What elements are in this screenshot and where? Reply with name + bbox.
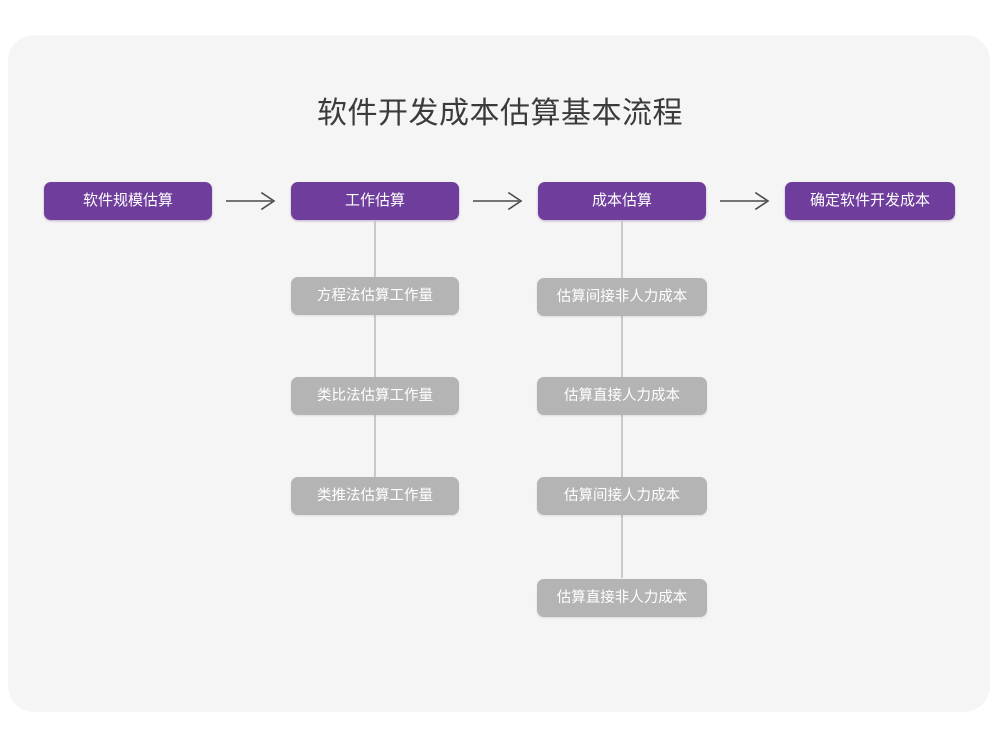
flow-node-step-2-sub-3[interactable]: 类推法估算工作量 (291, 477, 459, 515)
flow-node-step-3-sub-2[interactable]: 估算直接人力成本 (537, 377, 707, 415)
flow-node-step-2-sub-1[interactable]: 方程法估算工作量 (291, 277, 459, 315)
connector-step-2-to-sub-1 (374, 220, 376, 277)
flow-node-step-3-sub-3[interactable]: 估算间接人力成本 (537, 477, 707, 515)
flow-node-step-1[interactable]: 软件规模估算 (44, 182, 212, 220)
connector-step-3-sub-3-to-sub-4 (621, 515, 623, 578)
connector-step-2-sub-2-to-sub-3 (374, 415, 376, 477)
flow-node-step-2[interactable]: 工作估算 (291, 182, 459, 220)
flow-node-step-4[interactable]: 确定软件开发成本 (785, 182, 955, 220)
flow-node-step-2-sub-2[interactable]: 类比法估算工作量 (291, 377, 459, 415)
flow-arrow-3-to-4 (718, 188, 774, 214)
flow-node-step-3[interactable]: 成本估算 (538, 182, 706, 220)
page-title: 软件开发成本估算基本流程 (317, 97, 683, 130)
flow-arrow-2-to-3 (471, 188, 527, 214)
diagram-card (8, 35, 990, 712)
connector-step-3-sub-1-to-sub-2 (621, 316, 623, 377)
connector-step-2-sub-1-to-sub-2 (374, 315, 376, 377)
flow-node-step-3-sub-4[interactable]: 估算直接非人力成本 (537, 579, 707, 617)
flow-node-step-3-sub-1[interactable]: 估算间接非人力成本 (537, 278, 707, 316)
flow-arrow-1-to-2 (224, 188, 280, 214)
connector-step-3-to-sub-1 (621, 220, 623, 278)
connector-step-3-sub-2-to-sub-3 (621, 415, 623, 477)
